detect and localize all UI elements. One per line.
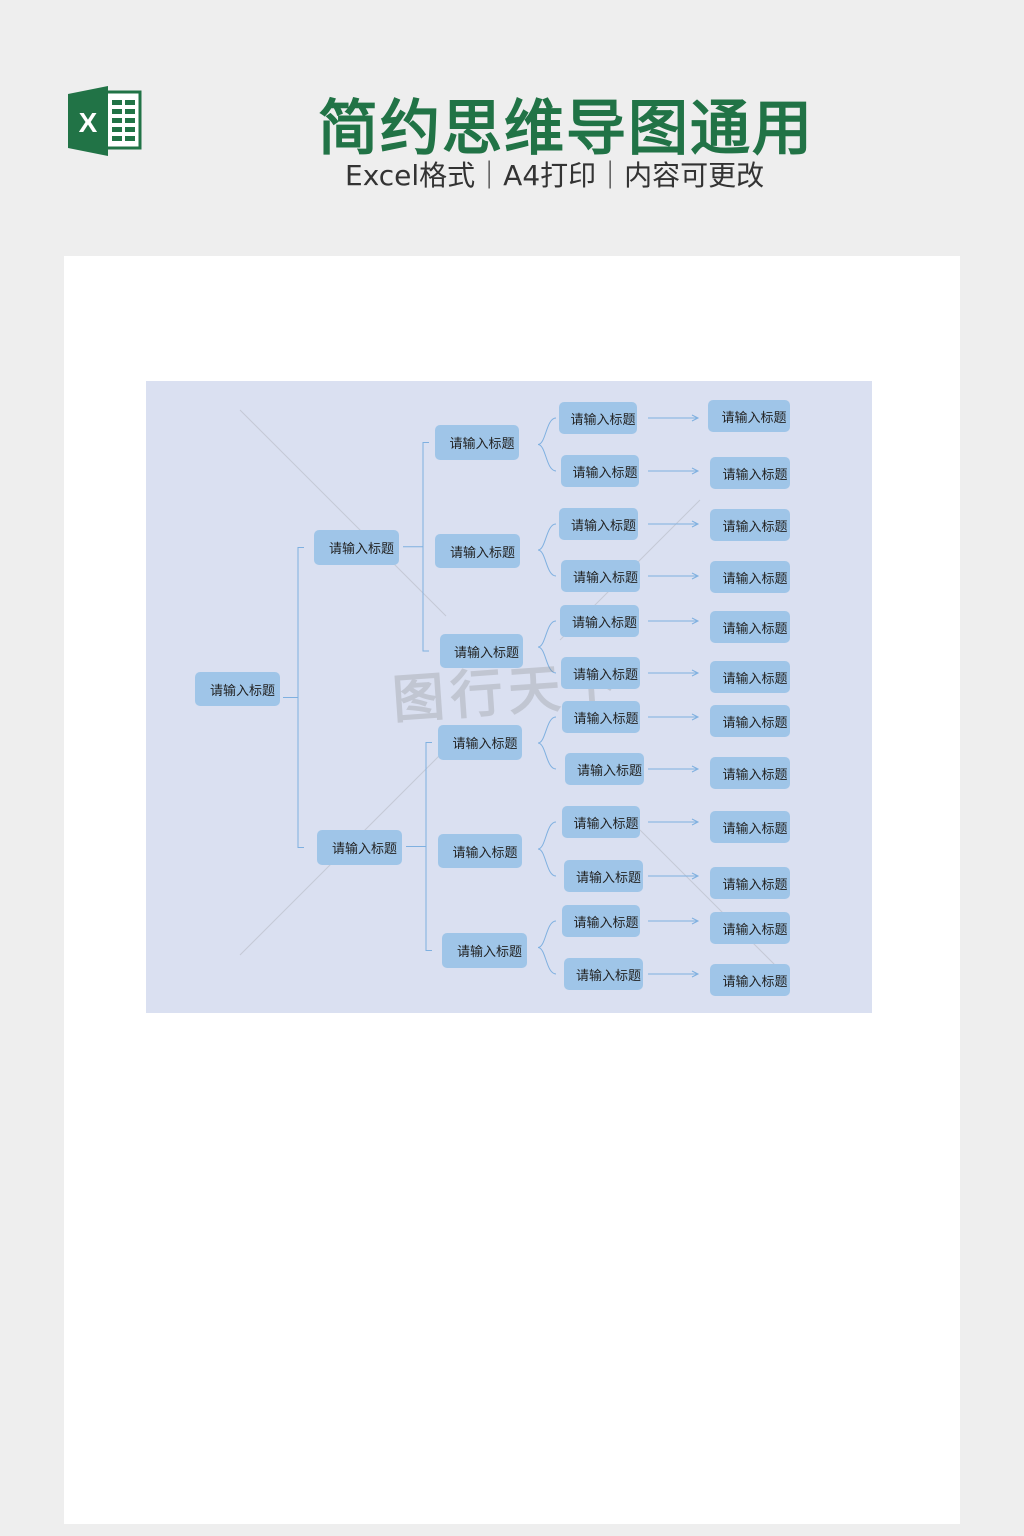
curly-brace-connector [537, 920, 557, 975]
mindmap-node-level3[interactable]: 请输入标题 [562, 806, 640, 838]
mindmap-node-level2[interactable]: 请输入标题 [438, 834, 522, 868]
arrow-connector [648, 765, 700, 773]
mindmap-node-level2[interactable]: 请输入标题 [435, 425, 519, 460]
mindmap-node-level2[interactable]: 请输入标题 [440, 634, 523, 668]
diagonal-decor-line [239, 409, 447, 617]
page-subtitle: Excel格式｜A4打印｜内容可更改 [345, 159, 765, 192]
mindmap-node-level4[interactable]: 请输入标题 [710, 757, 790, 789]
mindmap-node-level3[interactable]: 请输入标题 [565, 753, 644, 785]
mindmap-node-level3[interactable]: 请输入标题 [564, 860, 643, 892]
page-title: 简约思维导图通用 [318, 94, 814, 164]
mindmap-node-level4[interactable]: 请输入标题 [710, 964, 790, 996]
arrow-connector [648, 818, 700, 826]
mindmap-node-level1[interactable]: 请输入标题 [314, 530, 399, 565]
curly-brace-connector [537, 523, 557, 577]
mindmap-node-level2[interactable]: 请输入标题 [438, 725, 522, 760]
arrow-connector [648, 713, 700, 721]
arrow-connector [648, 970, 700, 978]
curly-brace-connector [537, 620, 557, 674]
bracket-root [283, 547, 304, 848]
mindmap-node-level4[interactable]: 请输入标题 [710, 611, 790, 643]
mindmap-node-level3[interactable]: 请输入标题 [564, 958, 643, 990]
arrow-connector [648, 669, 700, 677]
curly-brace-connector [537, 821, 557, 877]
arrow-connector [648, 572, 700, 580]
mindmap-node-level1[interactable]: 请输入标题 [317, 830, 402, 865]
mindmap-node-level2[interactable]: 请输入标题 [442, 933, 527, 968]
mindmap-node-level3[interactable]: 请输入标题 [562, 701, 640, 733]
mindmap-node-level3[interactable]: 请输入标题 [561, 560, 640, 592]
bracket-level1 [406, 742, 432, 951]
mindmap-node-level4[interactable]: 请输入标题 [710, 561, 790, 593]
mindmap-node-level4[interactable]: 请输入标题 [710, 705, 790, 737]
mindmap-node-level2[interactable]: 请输入标题 [435, 534, 520, 568]
arrow-connector [648, 467, 700, 475]
arrow-connector [648, 617, 700, 625]
mindmap-node-level3[interactable]: 请输入标题 [562, 905, 640, 937]
bracket-level1 [403, 442, 429, 652]
arrow-connector [648, 520, 700, 528]
mindmap-node-level4[interactable]: 请输入标题 [710, 509, 790, 541]
mindmap-node-level3[interactable]: 请输入标题 [559, 508, 638, 540]
mindmap-node-level3[interactable]: 请输入标题 [561, 455, 639, 487]
mindmap-node-level4[interactable]: 请输入标题 [708, 400, 790, 432]
mindmap-node-level3[interactable]: 请输入标题 [559, 402, 637, 434]
arrow-connector [648, 872, 700, 880]
svg-text:X: X [79, 107, 98, 138]
diagonal-decor-line [639, 829, 781, 971]
mindmap-node-level4[interactable]: 请输入标题 [710, 912, 790, 944]
mindmap-node-level4[interactable]: 请输入标题 [710, 661, 790, 693]
arrow-connector [648, 917, 700, 925]
arrow-connector [648, 414, 700, 422]
mindmap-node-level4[interactable]: 请输入标题 [710, 457, 790, 489]
mindmap-node-level3[interactable]: 请输入标题 [561, 657, 640, 689]
curly-brace-connector [537, 417, 557, 472]
curly-brace-connector [537, 716, 557, 770]
mindmap-node-level3[interactable]: 请输入标题 [560, 605, 639, 637]
mindmap-node-level4[interactable]: 请输入标题 [710, 811, 790, 843]
mindmap-node-level4[interactable]: 请输入标题 [710, 867, 790, 899]
excel-logo-icon: X [68, 86, 142, 156]
mindmap-node-root[interactable]: 请输入标题 [195, 672, 280, 706]
